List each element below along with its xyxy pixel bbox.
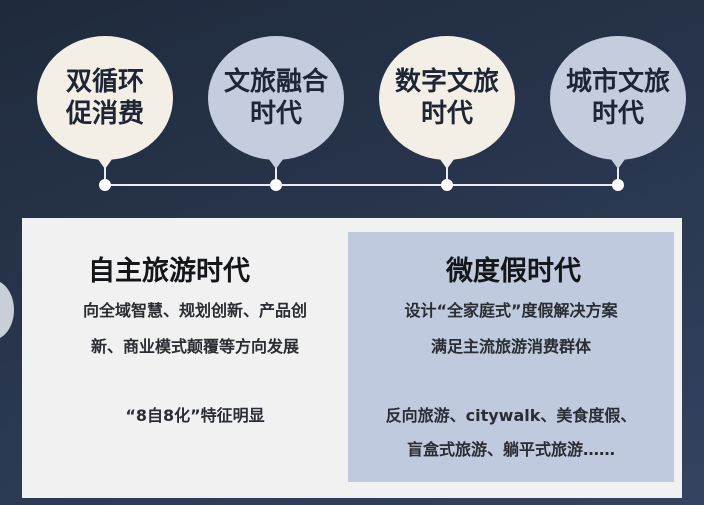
stage-label-line1: 城市文旅 [565,67,670,97]
micro-vacation-examples-line1: 反向旅游、citywalk、美食度假、 [385,406,637,425]
micro-vacation-desc-line2: 满足主流旅游消费群体 [430,337,591,356]
stage-label-line2: 时代 [420,99,473,129]
stage-bubble-digital-tourism: 数字文旅 时代 [379,36,515,160]
self-guided-desc-line1: 向全域智慧、规划创新、产品创 [82,301,307,320]
stage-label-line1: 双循环 [65,67,144,97]
stage-label-line1: 数字文旅 [394,67,499,97]
stage-bubble-culture-tourism: 文旅融合 时代 [208,36,344,160]
timeline-stem [275,160,277,182]
self-guided-desc-line2: 新、商业模式颠覆等方向发展 [90,337,299,356]
timeline-dot [441,179,453,191]
stage-label-line1: 文旅融合 [223,67,328,97]
self-guided-note: “8自8化”特征明显 [125,406,265,425]
timeline-dot [270,179,282,191]
stage-bubble-dual-circulation: 双循环 促消费 [37,36,173,160]
timeline-stem [104,160,106,182]
edge-circle-decoration [0,280,14,340]
self-guided-era-title: 自主旅游时代 [88,256,250,287]
timeline-dot [612,179,624,191]
stage-label-line2: 时代 [249,99,302,129]
micro-vacation-panel [348,232,674,482]
timeline-line [105,184,619,186]
stage-label-line2: 促消费 [65,99,144,129]
timeline-dot [99,179,111,191]
stage-label-line2: 时代 [591,99,644,129]
micro-vacation-era-title: 微度假时代 [446,256,581,287]
timeline-stem [617,160,619,182]
timeline-stem [446,160,448,182]
stage-bubble-urban-tourism: 城市文旅 时代 [550,36,686,160]
micro-vacation-desc-line1: 设计“全家庭式”度假解决方案 [404,301,618,320]
micro-vacation-examples-line2: 盲盒式旅游、躺平式旅游…… [406,440,615,459]
